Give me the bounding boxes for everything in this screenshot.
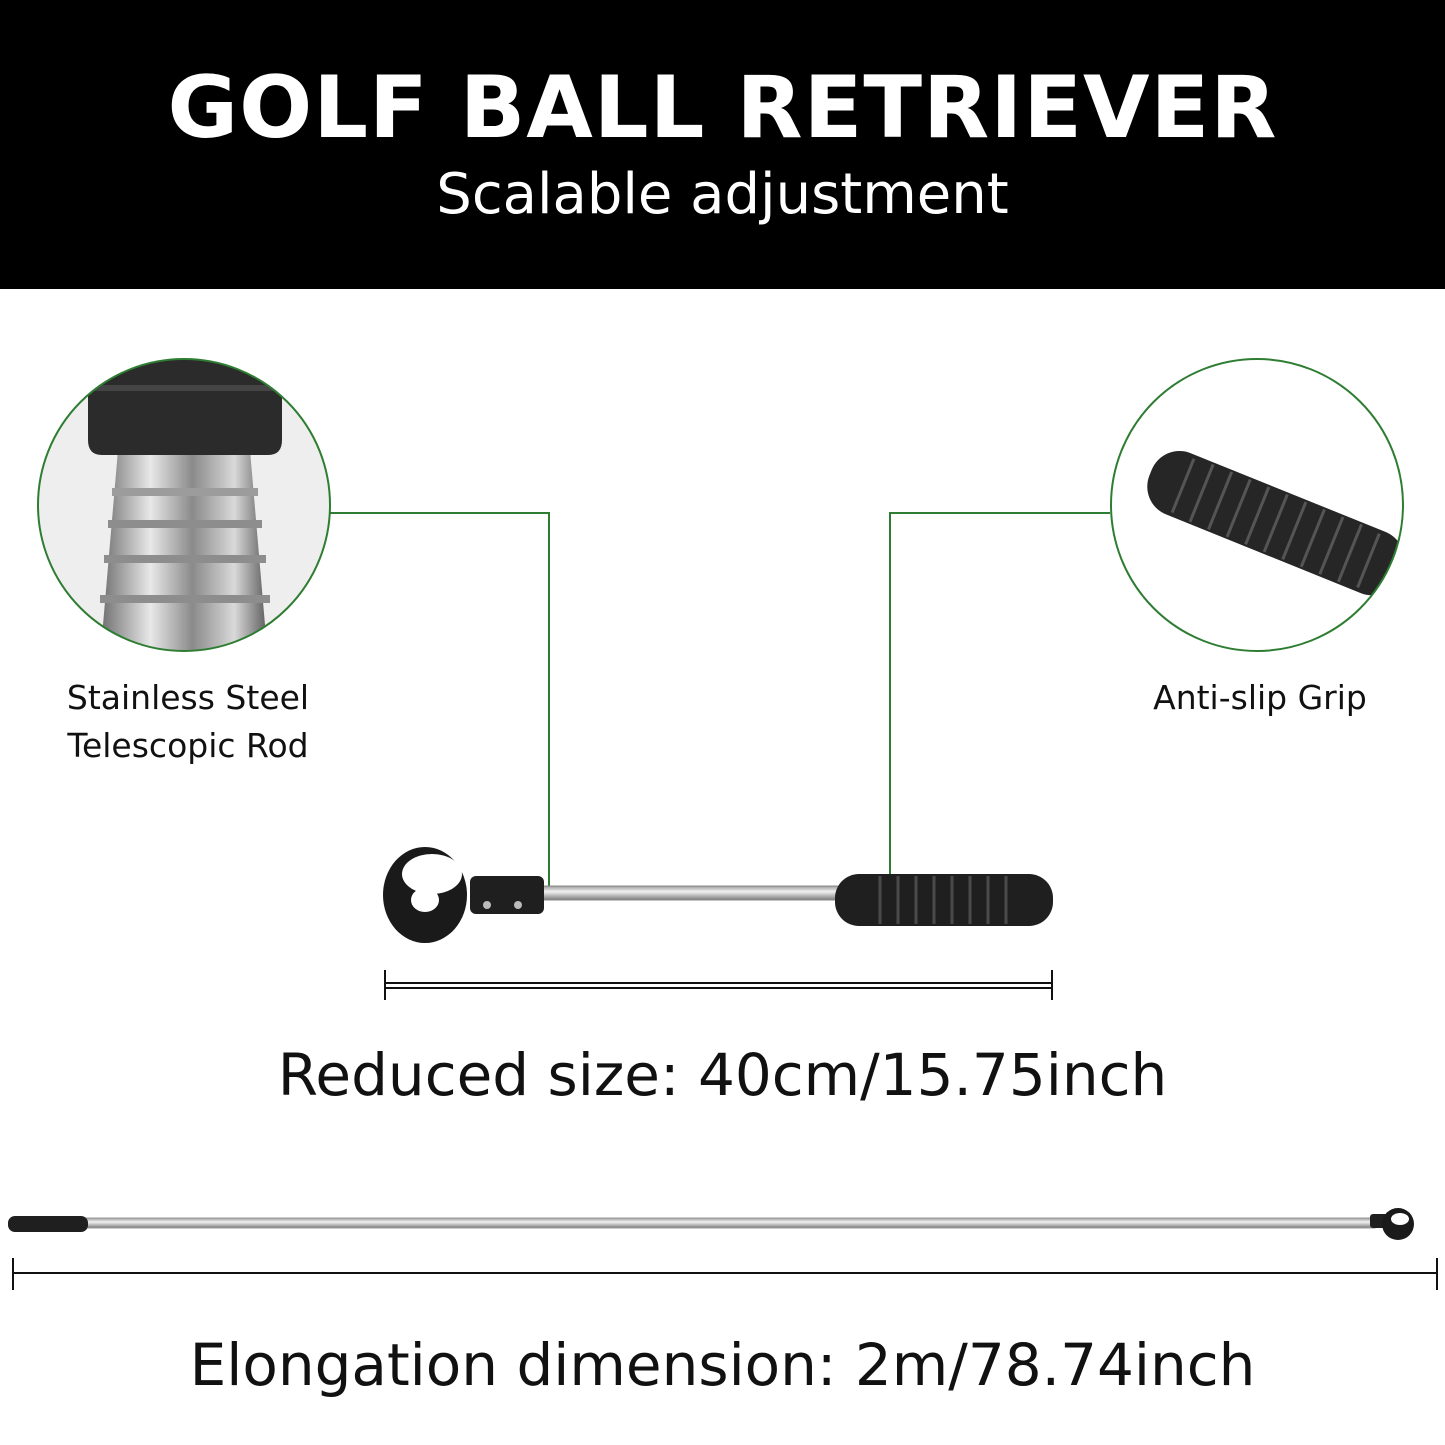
page-subtitle: Scalable adjustment: [436, 162, 1009, 227]
callout-label-rod-line2: Telescopic Rod: [67, 726, 309, 765]
elongation-size-text: Elongation dimension: 2m/78.74inch: [189, 1331, 1256, 1399]
telescopic-rod-closeup-icon: [37, 358, 331, 652]
header-banner: GOLF BALL RETRIEVER Scalable adjustment: [0, 0, 1445, 289]
elongation-bracket: [12, 1258, 1438, 1290]
page-title: GOLF BALL RETRIEVER: [167, 58, 1278, 158]
callout-label-rod: Stainless Steel Telescopic Rod: [38, 674, 338, 770]
grip-closeup-icon: [1110, 358, 1404, 652]
callout-label-grip: Anti-slip Grip: [1153, 678, 1367, 717]
retriever-collapsed-icon: [383, 847, 1053, 943]
callout-label-rod-line1: Stainless Steel: [66, 678, 310, 717]
reduced-size-bracket: [384, 970, 1053, 1000]
callout-lines: [330, 512, 1110, 895]
retriever-extended-icon: [8, 1208, 1414, 1240]
reduced-size-text: Reduced size: 40cm/15.75inch: [277, 1041, 1168, 1109]
